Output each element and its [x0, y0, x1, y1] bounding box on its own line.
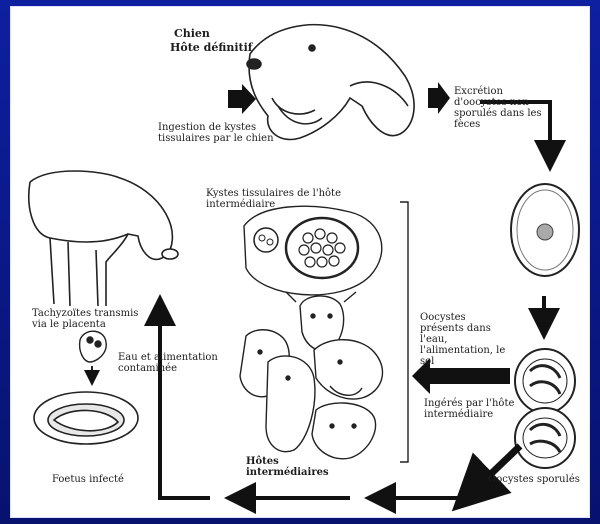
unsporulated-oocyst [511, 184, 579, 276]
definitive-host-title: Chien [174, 28, 210, 39]
fetus-illustration [34, 392, 138, 444]
arrow-to-sheep [160, 310, 210, 498]
excretion-label: Excrétion d'oocystes non sporulés dans l… [454, 86, 550, 130]
arrow-down-left [472, 446, 520, 492]
excretion-arrow [428, 82, 450, 114]
tissue-cyst-illustration [244, 206, 382, 295]
water-food-label: Eau et alimentation contaminée [118, 352, 220, 374]
intermediate-hosts-bracket [400, 202, 408, 462]
sporulated-oocysts-label: Oocystes sporulés [488, 474, 584, 485]
diagram-panel: Chien Hôte définitif Ingestion de kystes… [10, 6, 590, 518]
life-cycle-diagram [10, 6, 590, 518]
sporulated-oocysts [515, 349, 575, 468]
intermediate-hosts-illustration [240, 292, 383, 459]
placenta-illustration [80, 331, 107, 378]
oocysts-present-label: Oocystes présents dans l'eau, l'alimenta… [420, 312, 512, 367]
definitive-host-subtitle: Hôte définitif [170, 42, 253, 53]
tissue-cysts-label: Kystes tissulaires de l'hôte intermédiai… [206, 188, 396, 210]
tachyzoites-label: Tachyzoïtes transmis via le placenta [32, 308, 152, 330]
sheep-illustration [29, 171, 178, 306]
fetus-infected-label: Foetus infecté [52, 474, 148, 485]
ingestion-label: Ingestion de kystes tissulaires par le c… [158, 122, 278, 144]
intermediate-hosts-label: Hôtes intermédiaires [246, 456, 358, 478]
ingested-by-label: Ingérés par l'hôte intermédiaire [424, 398, 516, 420]
